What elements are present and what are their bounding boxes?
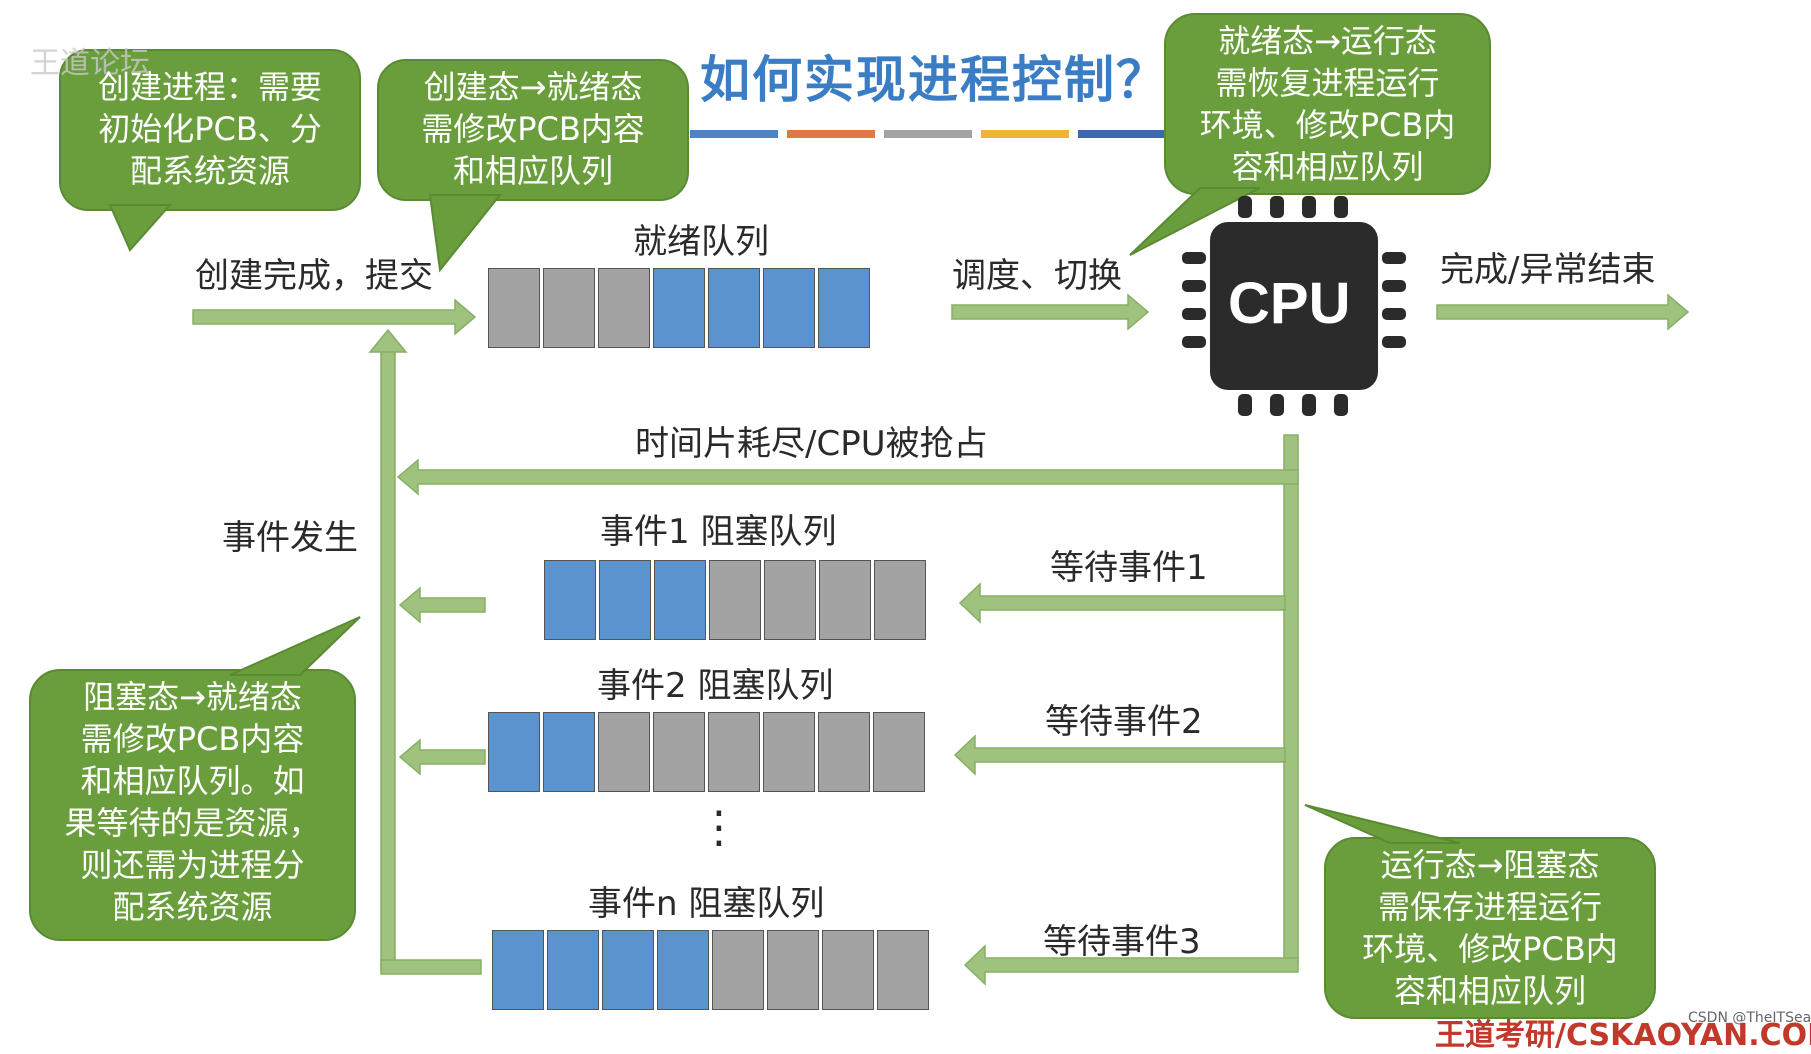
pcb-cell: [602, 930, 654, 1010]
bubble-new-to-ready-shape: [377, 59, 689, 273]
bubble-create: 创建进程：需要 初始化PCB、分 配系统资源: [97, 68, 322, 190]
pcb-cell: [708, 712, 760, 792]
pcb-cell: [543, 268, 595, 348]
watermark: 王道论坛: [30, 46, 150, 81]
label-queuen: 事件n 阻塞队列: [588, 884, 825, 924]
pcb-cell: [543, 712, 595, 792]
bubble-running-to-blocked: 运行态→阻塞态 需保存进程运行 环境、修改PCB内 容和相应队列: [1362, 846, 1618, 1010]
pcb-cell: [873, 712, 925, 792]
bubble-blocked-to-ready: 阻塞态→就绪态 需修改PCB内容 和相应队列。如 果等待的是资源， 则还需为进程…: [64, 678, 321, 926]
label-dispatch: 调度、切换: [952, 256, 1122, 296]
label-event-occur: 事件发生: [222, 518, 358, 558]
bubble-create-shape: [59, 49, 361, 252]
pcb-cell: [547, 930, 599, 1010]
pcb-cell: [653, 268, 705, 348]
label-finish: 完成/异常结束: [1440, 250, 1656, 290]
cpu-chip: [1182, 196, 1406, 416]
bubble-running-to-blocked-shape: [1304, 804, 1656, 1019]
label-ready-queue: 就绪队列: [633, 222, 769, 262]
pcb-cell: [877, 930, 929, 1010]
pcb-cell: [818, 268, 870, 348]
bubble-blocked-to-ready-shape: [29, 616, 361, 941]
bubble-new-to-ready: 创建态→就绪态 需修改PCB内容 和相应队列: [421, 68, 645, 190]
pcb-cell: [544, 560, 596, 640]
label-queue2: 事件2 阻塞队列: [597, 666, 834, 706]
label-timeout: 时间片耗尽/CPU被抢占: [635, 424, 988, 464]
pcb-cell: [822, 930, 874, 1010]
pcb-cell: [767, 930, 819, 1010]
label-wait1: 等待事件1: [1050, 548, 1208, 588]
pcb-cell: [712, 930, 764, 1010]
label-wait3: 等待事件3: [1043, 922, 1201, 962]
pcb-cell: [763, 268, 815, 348]
pcb-cell: [599, 560, 651, 640]
credit: CSDN @TheITSea: [1688, 1010, 1811, 1026]
label-created-submit: 创建完成，提交: [195, 256, 433, 296]
pcb-cell: [598, 712, 650, 792]
pcb-cell: [488, 268, 540, 348]
pcb-cell: [818, 712, 870, 792]
pcb-cell: [763, 712, 815, 792]
bubble-ready-to-running: 就绪态→运行态 需恢复进程运行 环境、修改PCB内 容和相应队列: [1199, 22, 1456, 186]
pcb-cell: [654, 560, 706, 640]
pcb-cell: [653, 712, 705, 792]
pcb-cell: [708, 268, 760, 348]
flow-arrows: [192, 293, 1690, 986]
pcb-cell: [598, 268, 650, 348]
pcb-cell: [657, 930, 709, 1010]
label-queue1: 事件1 阻塞队列: [600, 512, 837, 552]
label-wait2: 等待事件2: [1045, 702, 1203, 742]
pcb-cell: [709, 560, 761, 640]
bubble-ready-to-running-shape: [1129, 13, 1491, 256]
page-title: 如何实现进程控制？: [700, 51, 1168, 109]
pcb-cell: [488, 712, 540, 792]
label-dots: ⋮: [697, 802, 741, 853]
pcb-cell: [819, 560, 871, 640]
pcb-cell: [492, 930, 544, 1010]
cpu-label: CPU: [1228, 271, 1351, 336]
pcb-cell: [874, 560, 926, 640]
diagram-canvas: [29, 13, 1690, 1019]
pcb-cell: [764, 560, 816, 640]
